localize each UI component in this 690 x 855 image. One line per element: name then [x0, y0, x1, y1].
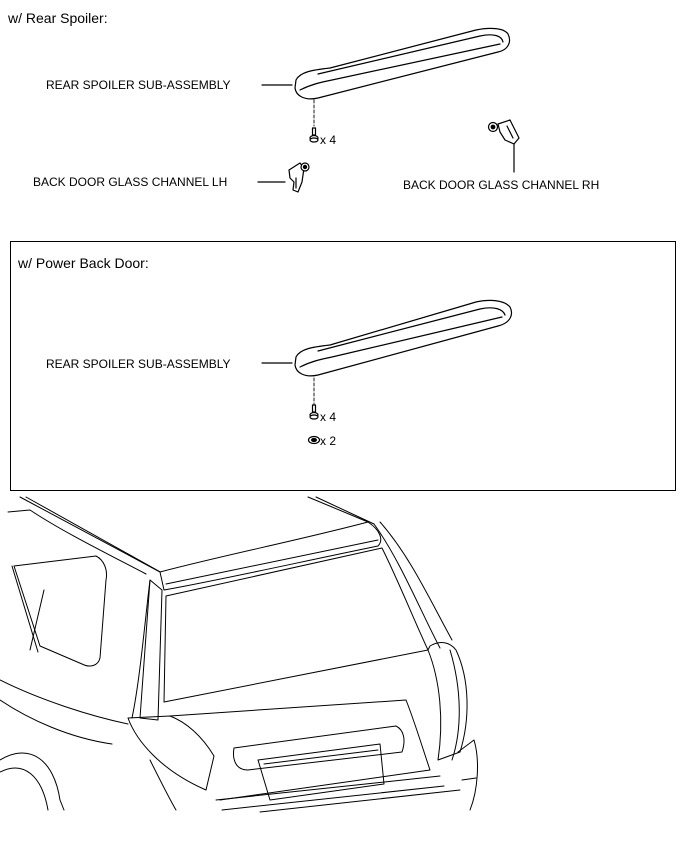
label-screw-qty-2: x 4 — [320, 410, 337, 424]
glass-channel-lh-icon — [288, 162, 310, 193]
label-back-door-glass-channel-rh: BACK DOOR GLASS CHANNEL RH — [403, 178, 600, 192]
label-rear-spoiler-sub-assembly-2: REAR SPOILER SUB-ASSEMBLY — [46, 357, 231, 371]
label-nut-qty: x 2 — [320, 434, 337, 448]
nut-icon — [307, 435, 321, 445]
power-back-door-frame — [10, 241, 676, 491]
spoiler-icon — [294, 27, 511, 100]
glass-channel-rh-icon — [487, 119, 520, 145]
screw-icon — [309, 127, 319, 143]
screw-icon — [309, 404, 319, 420]
section-title-rear-spoiler: w/ Rear Spoiler: — [8, 10, 108, 26]
spoiler-icon — [294, 299, 513, 377]
label-rear-spoiler-sub-assembly: REAR SPOILER SUB-ASSEMBLY — [46, 78, 231, 92]
section-title-power-back-door: w/ Power Back Door: — [18, 255, 149, 271]
vehicle-rear-icon — [0, 496, 478, 813]
label-screw-qty: x 4 — [320, 133, 337, 147]
label-back-door-glass-channel-lh: BACK DOOR GLASS CHANNEL LH — [33, 175, 228, 189]
